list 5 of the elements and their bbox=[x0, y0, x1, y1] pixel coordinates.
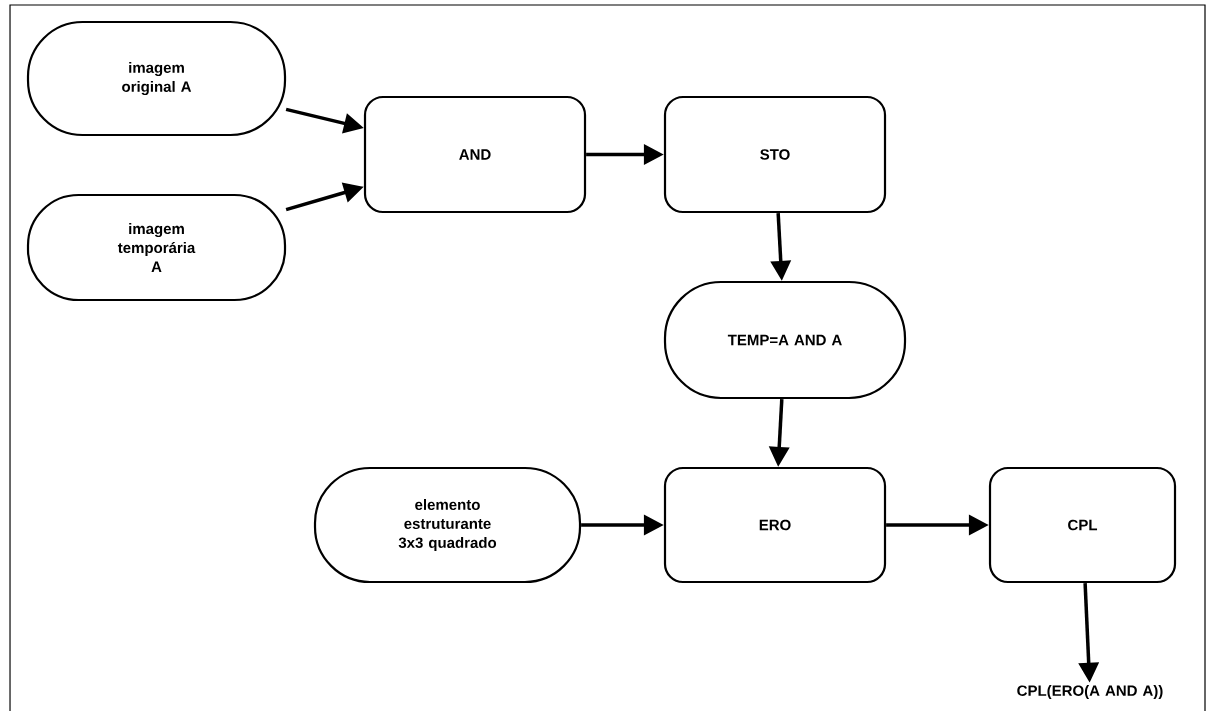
process-box: CPL bbox=[988, 466, 1177, 584]
process-box: AND bbox=[363, 95, 587, 214]
process-box: STO bbox=[663, 95, 887, 214]
process-box: ERO bbox=[663, 466, 887, 584]
output-label: CPL(ERO(A AND A)) bbox=[1017, 685, 1163, 699]
